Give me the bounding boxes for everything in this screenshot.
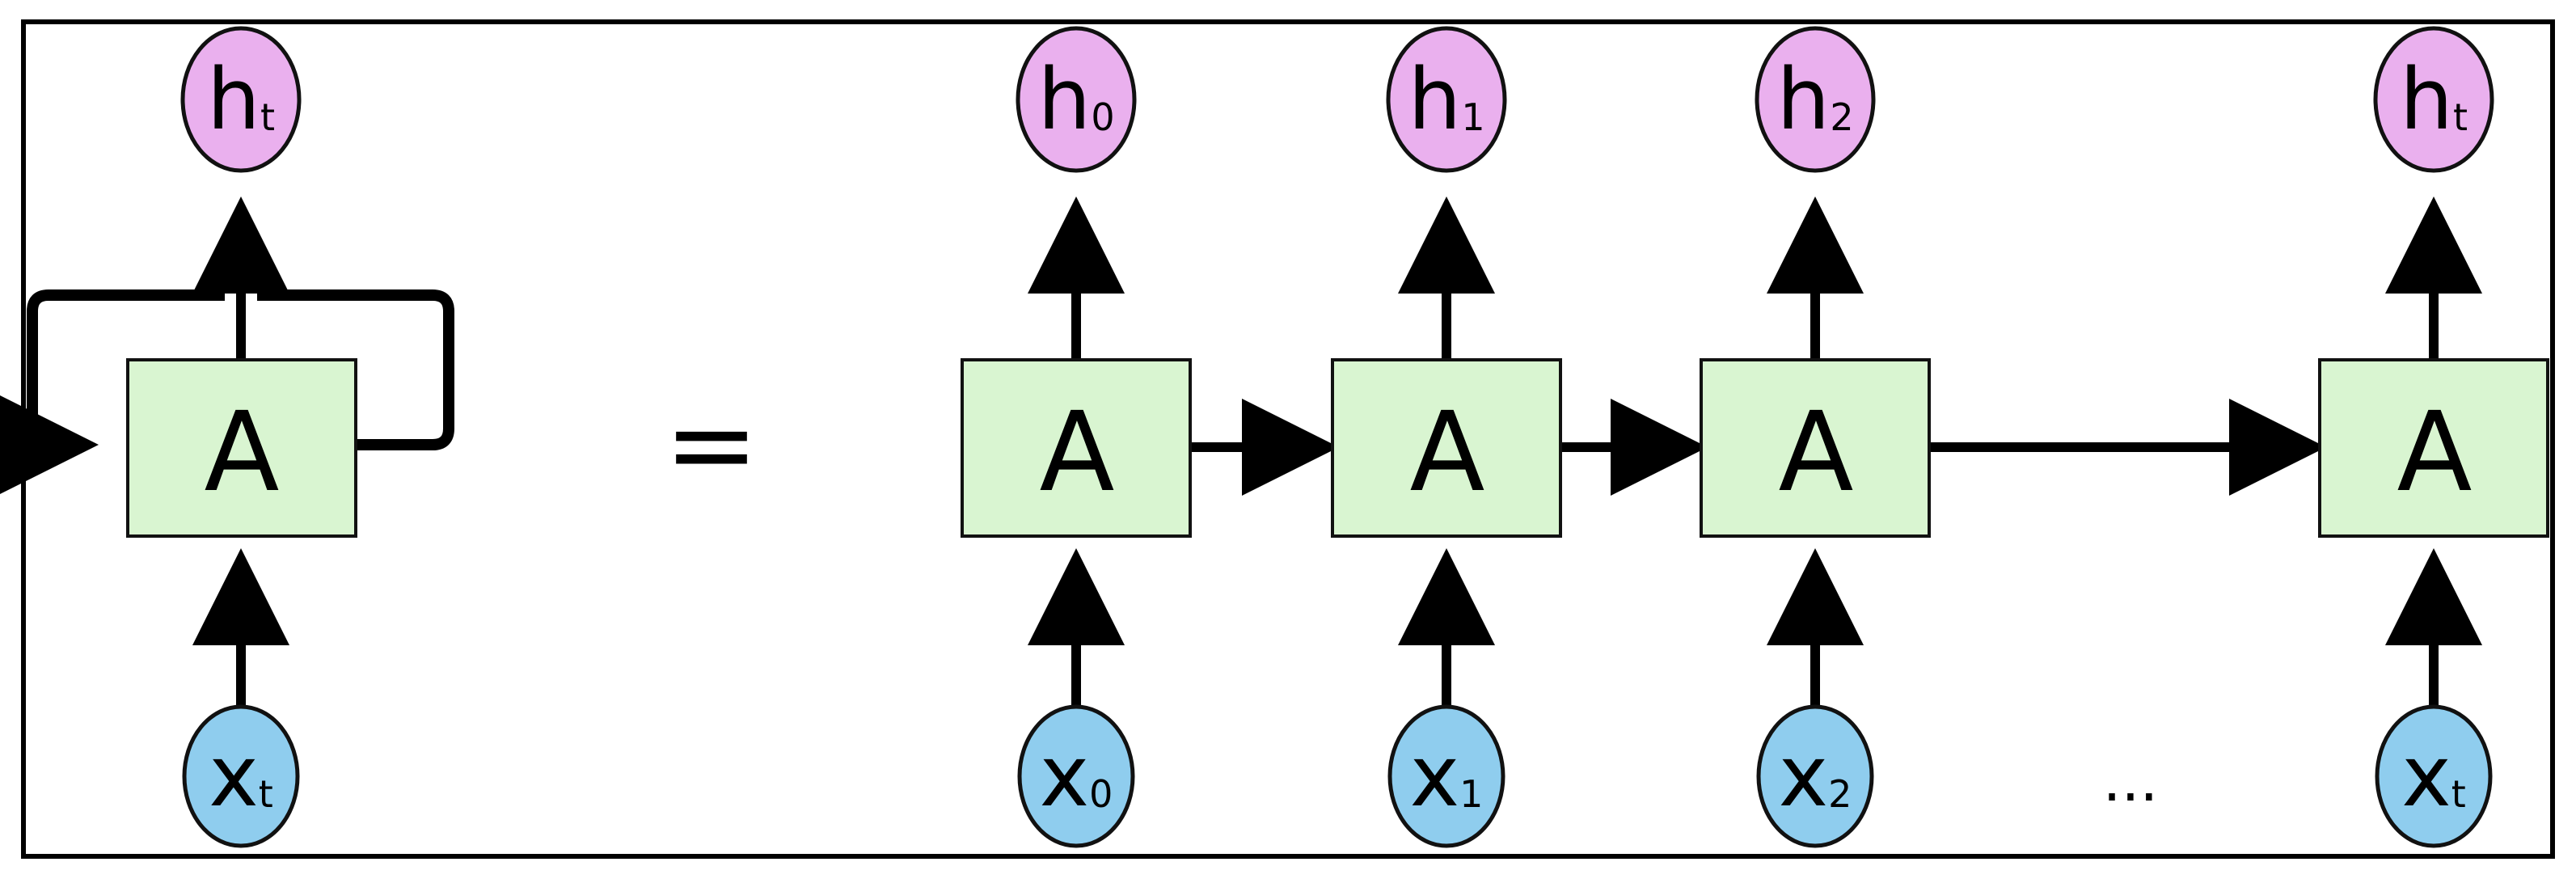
folded-cell-label: A: [204, 389, 279, 517]
input-subscript-2: 2: [1828, 772, 1852, 816]
svg-text:x0: x0: [1040, 727, 1113, 826]
svg-text:h1: h1: [1408, 50, 1484, 149]
output-node-2: [1755, 26, 1876, 173]
ellipsis: ...: [2103, 746, 2159, 814]
svg-text:x1: x1: [1410, 727, 1484, 826]
cell-label-1: A: [1409, 389, 1484, 517]
input-node-2: [1756, 704, 1874, 848]
loop-arrow-return: [257, 289, 454, 450]
input-subscript-1: 1: [1459, 772, 1483, 816]
folded-input-base: x: [209, 727, 259, 826]
svg-text:xt: xt: [209, 727, 273, 826]
output-subscript-2: 2: [1830, 95, 1853, 139]
input-base-2: x: [1779, 727, 1829, 826]
svg-text:ht: ht: [2400, 50, 2468, 149]
equals-sign: =: [664, 379, 758, 511]
cell-box-2: [1700, 358, 1931, 538]
output-base-2: h: [1776, 50, 1830, 149]
cell-box-0: [961, 358, 1192, 538]
folded-rnn: A ht xt: [0, 26, 454, 848]
cell-box-1: [1331, 358, 1562, 538]
output-node-0: [1016, 26, 1137, 173]
svg-text:h0: h0: [1037, 50, 1114, 149]
cell-box-3: [2318, 358, 2549, 538]
input-subscript-0: 0: [1089, 772, 1113, 816]
input-base-0: x: [1040, 727, 1090, 826]
output-base-1: h: [1408, 50, 1461, 149]
input-node-1: [1387, 704, 1505, 848]
input-base-3: x: [2401, 727, 2451, 826]
folded-output-base: h: [207, 50, 260, 149]
output-subscript-1: 1: [1461, 95, 1484, 139]
output-subscript-3: t: [2453, 95, 2468, 139]
output-node-3: [2373, 26, 2494, 173]
folded-input-subscript: t: [259, 772, 273, 816]
output-base-0: h: [1037, 50, 1091, 149]
folded-output-subscript: t: [260, 95, 275, 139]
input-base-1: x: [1410, 727, 1460, 826]
folded-cell-box: [126, 358, 357, 538]
cell-label-0: A: [1039, 389, 1114, 517]
folded-input-node: [182, 704, 300, 848]
input-subscript-3: t: [2451, 772, 2466, 816]
svg-text:ht: ht: [207, 50, 275, 149]
loop-arrow-icon: [0, 289, 225, 501]
input-node-0: [1017, 704, 1135, 848]
cell-label-3: A: [2397, 389, 2472, 517]
cell-label-2: A: [1778, 389, 1853, 517]
svg-text:xt: xt: [2401, 727, 2466, 826]
svg-text:x2: x2: [1779, 727, 1852, 826]
output-node-1: [1386, 26, 1507, 173]
folded-output-node: [180, 26, 302, 173]
svg-text:h2: h2: [1776, 50, 1853, 149]
output-subscript-0: 0: [1091, 95, 1114, 139]
input-node-3: [2375, 704, 2493, 848]
output-base-3: h: [2400, 50, 2453, 149]
